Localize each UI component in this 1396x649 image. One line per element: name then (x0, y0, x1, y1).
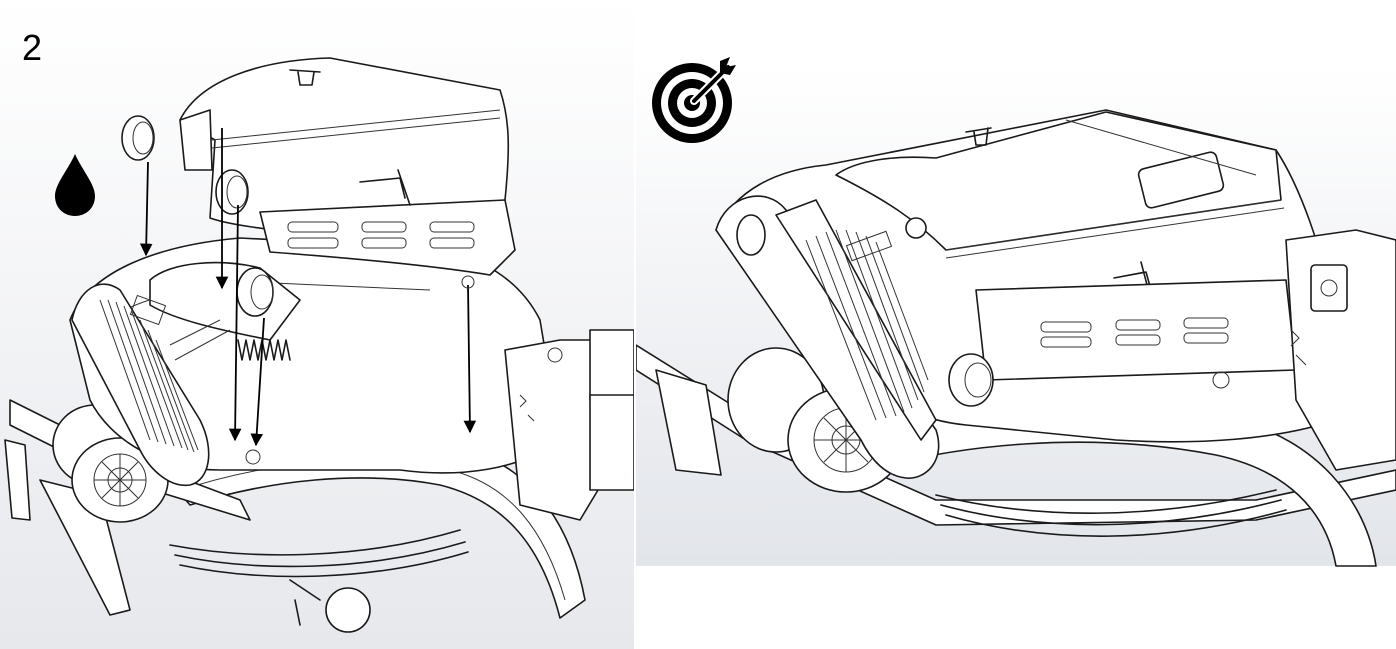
front-bumper (655, 369, 722, 476)
tow-ball (325, 587, 371, 633)
hood-window (1137, 151, 1225, 209)
step-number: 2 (22, 27, 43, 68)
hood-top-panel (179, 57, 510, 233)
exploded-assembly-drawing (0, 0, 634, 649)
assembly-arrows (139, 128, 477, 447)
target-bullseye-icon (652, 57, 736, 143)
hood-top-panel (835, 111, 1282, 251)
radiator-grille (715, 195, 940, 479)
exploded-assembly-panel: 2 (0, 0, 634, 649)
radiator-grille (71, 283, 210, 487)
headlight-middle (215, 169, 249, 215)
assembled-view-drawing (636, 0, 1396, 649)
headlight-lower (236, 267, 274, 317)
headlight-top (121, 115, 155, 161)
headlight-assembled (948, 353, 994, 407)
assembled-view-panel (636, 0, 1396, 649)
water-drop-icon (55, 154, 95, 216)
